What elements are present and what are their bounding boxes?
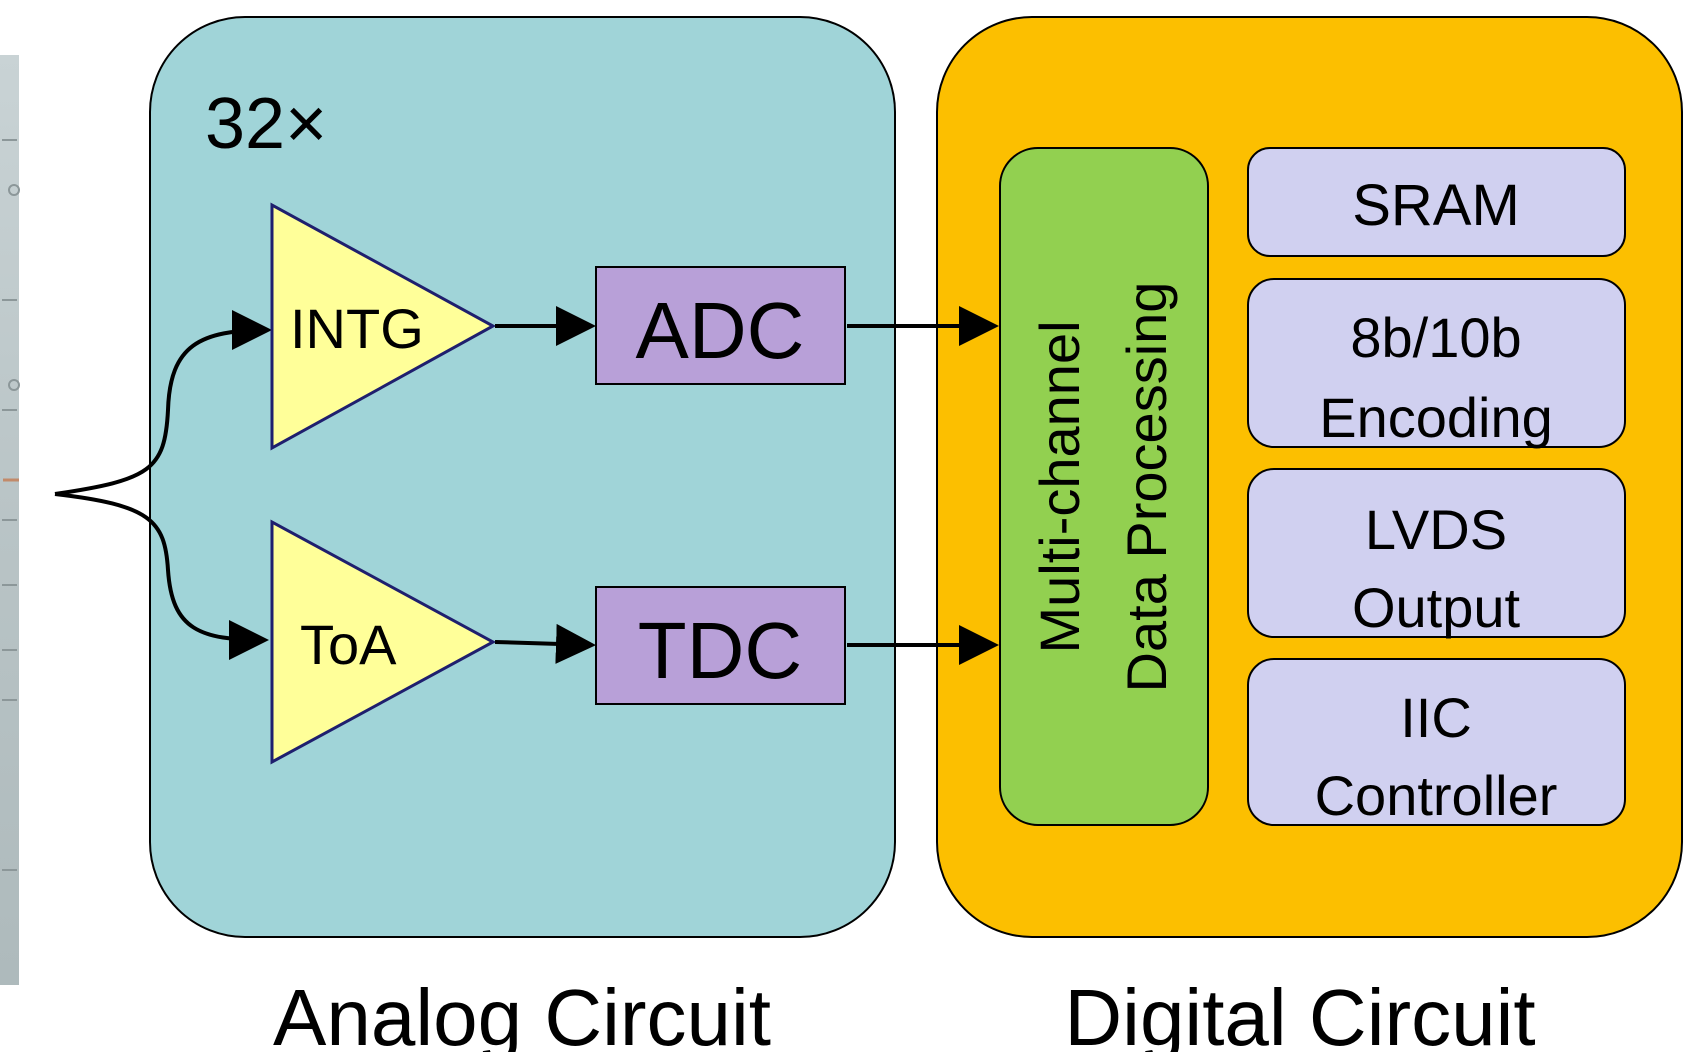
toa-label: ToA bbox=[300, 613, 397, 676]
tdc-label: TDC bbox=[638, 606, 802, 695]
encoding-label-line1: 8b/10b bbox=[1350, 306, 1521, 369]
iic-module bbox=[1247, 658, 1626, 826]
svg-text:Data Processing: Data Processing bbox=[1115, 282, 1178, 693]
encoding-module bbox=[1247, 278, 1626, 448]
chip-photo-strip bbox=[0, 55, 20, 985]
adc-block bbox=[595, 266, 846, 385]
toa-amplifier bbox=[270, 519, 497, 765]
channel-multiplier: 32× bbox=[205, 84, 327, 164]
tdc-block bbox=[595, 586, 846, 705]
intg-amplifier bbox=[270, 202, 497, 451]
sram-label: SRAM bbox=[1352, 173, 1520, 238]
lvds-module bbox=[1247, 468, 1626, 638]
data-processing-block bbox=[999, 147, 1209, 826]
input-fork-curve-lower bbox=[54, 492, 269, 660]
iic-label-line2: Controller bbox=[1315, 764, 1558, 827]
svg-text:Multi-channel: Multi-channel bbox=[1028, 320, 1091, 653]
lvds-label-line2: Output bbox=[1352, 576, 1521, 639]
adc-label: ADC bbox=[636, 286, 805, 375]
input-fork-curve bbox=[54, 310, 272, 496]
iic-label-line1: IIC bbox=[1400, 686, 1472, 749]
lvds-label-line1: LVDS bbox=[1365, 498, 1507, 561]
sram-module bbox=[1247, 147, 1626, 257]
encoding-label-line2: Encoding bbox=[1319, 386, 1553, 449]
intg-label: INTG bbox=[290, 297, 424, 360]
analog-caption: Analog Circuit bbox=[273, 973, 771, 1052]
toa-to-tdc-arrow bbox=[494, 623, 596, 664]
data-processing-label: Multi-channel Data Processing bbox=[1028, 282, 1178, 693]
digital-caption: Digital Circuit bbox=[1064, 973, 1535, 1052]
